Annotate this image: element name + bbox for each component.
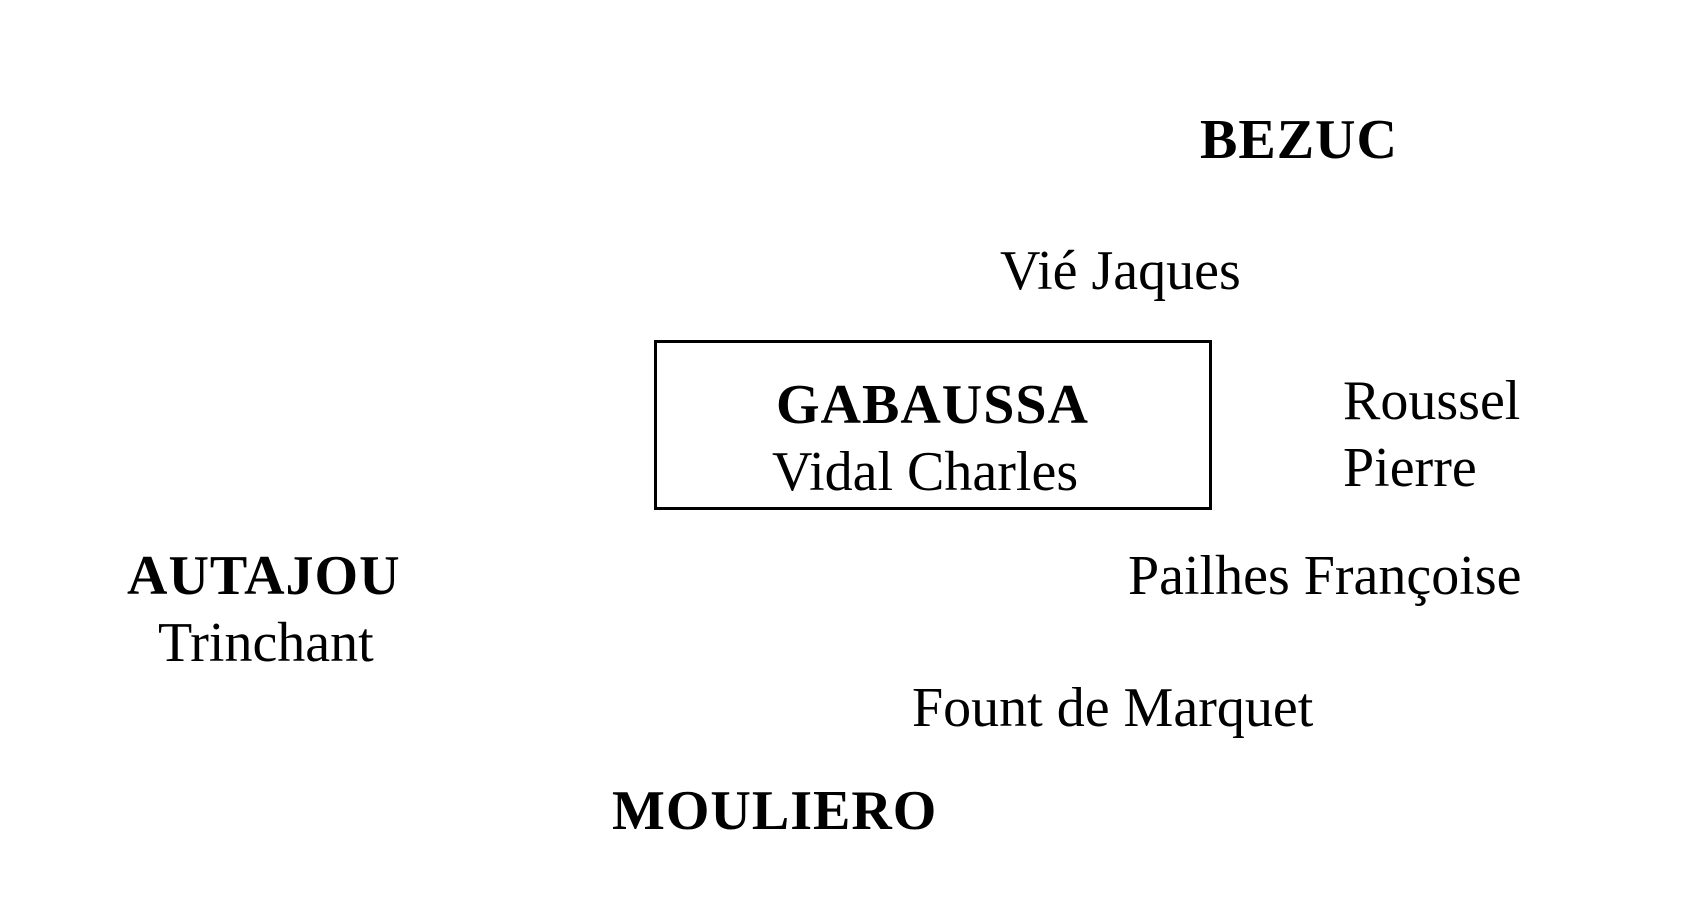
neighbor-south-label: Fount de Marquet (912, 677, 1314, 739)
place-west-label: AUTAJOU (127, 545, 401, 607)
neighbor-west-label: Trinchant (158, 612, 374, 674)
neighbor-east-line2: Pierre (1343, 437, 1477, 499)
center-place-label: GABAUSSA (776, 374, 1089, 436)
center-parcel-box (654, 340, 1212, 510)
neighbor-north-label: Vié Jaques (1000, 240, 1241, 302)
neighbor-east-line1: Roussel (1343, 370, 1521, 432)
center-owner-label: Vidal Charles (772, 441, 1079, 503)
place-south-label: MOULIERO (612, 780, 938, 842)
place-north-label: BEZUC (1200, 109, 1398, 171)
neighbor-southeast-label: Pailhes Françoise (1128, 545, 1522, 607)
